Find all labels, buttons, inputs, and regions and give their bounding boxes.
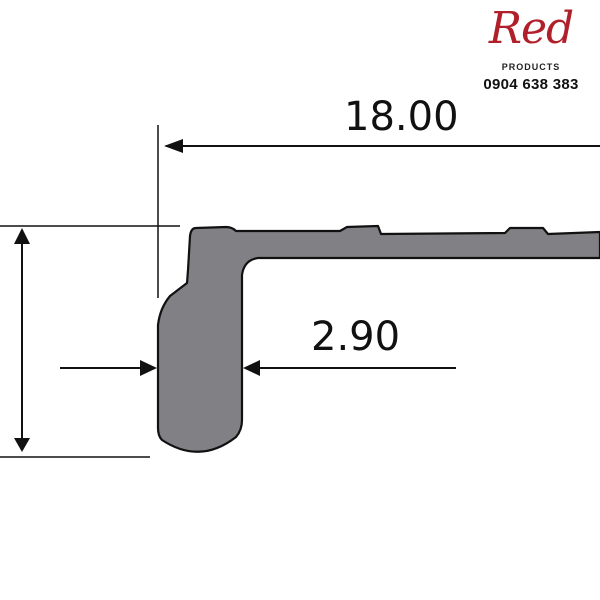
dimension-label-18: 18.00 [344,94,459,140]
arrowhead-right-icon [140,360,157,376]
brand-tagline: PRODUCTS [501,62,561,72]
arrowhead-up-icon [14,228,30,244]
arrowhead-left-icon [164,139,183,153]
brand-phone: 0904 638 383 [483,76,579,93]
dimension-label-height: 15.00 [0,288,2,403]
arrowhead-left-icon [243,360,260,376]
dimension-label-290: 2.90 [311,314,401,360]
brand-logo: Red PRODUCTS 0904 638 383 [468,4,594,94]
brand-name: Red [488,3,574,54]
arrowhead-down-icon [14,438,30,452]
aluminum-profile-shape [156,224,600,453]
